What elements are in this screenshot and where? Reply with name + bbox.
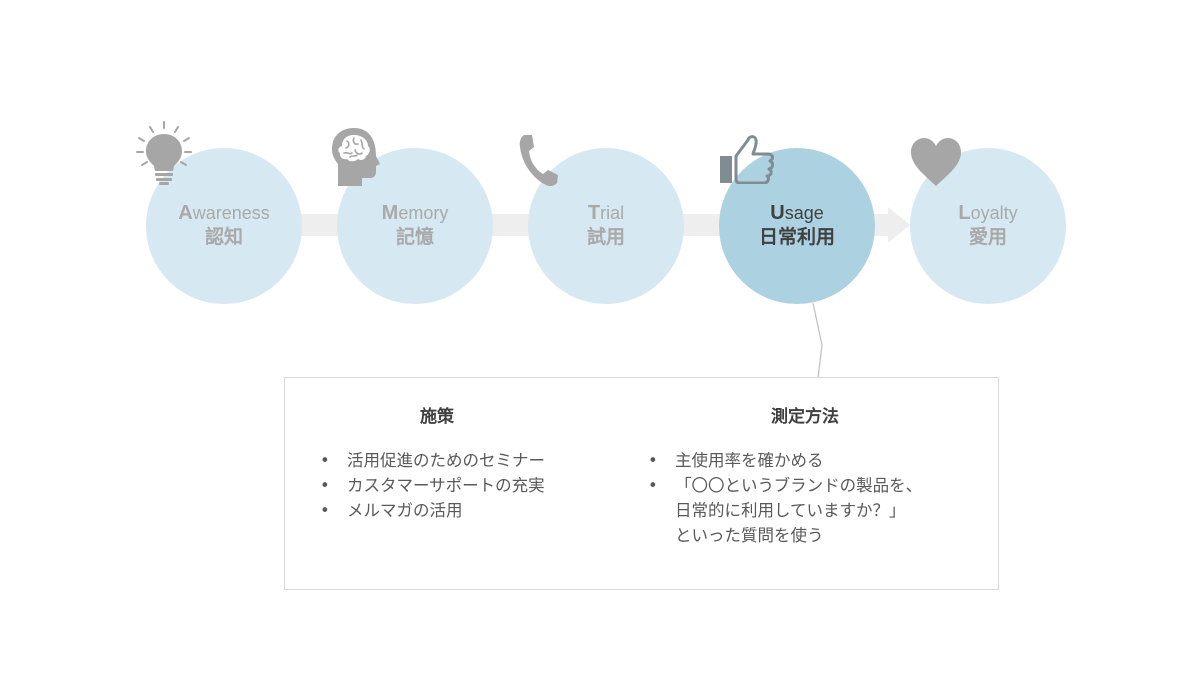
lightbulb-icon <box>136 121 192 185</box>
stage-initial: A <box>178 202 193 224</box>
stage-initial: T <box>587 202 601 224</box>
stage-jp-label: 日常利用 <box>758 226 835 248</box>
stage-en-rest: emory <box>398 203 449 223</box>
list-item: 「〇〇というブランドの製品を、 日常的に利用していますか？」 といった質問を使う <box>645 473 922 548</box>
metrics-list: 主使用率を確かめる 「〇〇というブランドの製品を、 日常的に利用していますか？」… <box>645 448 922 548</box>
brain-head-icon <box>332 128 380 186</box>
list-item: カスタマーサポートの充実 <box>317 473 545 498</box>
metrics-heading: 測定方法 <box>771 407 839 427</box>
connector-2 <box>488 214 534 236</box>
stage-initial: M <box>381 202 399 224</box>
list-item: 主使用率を確かめる <box>645 448 922 473</box>
stage-en-label: Trial <box>588 202 624 224</box>
stage-usage: Usage 日常利用 <box>719 148 875 304</box>
thumbs-up-icon <box>720 135 774 184</box>
stage-en-label: Awareness <box>178 202 270 224</box>
stage-initial: L <box>958 202 971 224</box>
connector-3 <box>680 214 726 236</box>
stage-en-rest: wareness <box>192 203 270 223</box>
stage-initial: U <box>770 202 785 224</box>
stage-jp-label: 認知 <box>204 226 243 248</box>
list-item: メルマガの活用 <box>317 498 545 523</box>
stage-en-rest: rial <box>600 203 625 223</box>
stage-en-label: Memory <box>382 202 449 224</box>
list-item: 活用促進のためのセミナー <box>317 448 545 473</box>
connector-4 <box>872 214 890 236</box>
connector-arrowhead <box>888 207 910 243</box>
detail-panel: 施策 活用促進のためのセミナー カスタマーサポートの充実 メルマガの活用 測定方… <box>284 377 999 590</box>
heart-icon <box>911 138 961 186</box>
stage-en-rest: oyalty <box>970 203 1018 223</box>
phone-handset-icon <box>519 135 558 187</box>
stage-jp-label: 愛用 <box>968 226 1007 248</box>
measures-list: 活用促進のためのセミナー カスタマーサポートの充実 メルマガの活用 <box>317 448 545 523</box>
stage-en-label: Usage <box>770 202 824 224</box>
stage-jp-label: 試用 <box>586 226 625 248</box>
stage-jp-label: 記憶 <box>395 226 434 248</box>
stage-en-label: Loyalty <box>958 202 1017 224</box>
stage-en-rest: sage <box>784 203 824 223</box>
measures-heading: 施策 <box>420 407 454 427</box>
connector-1 <box>296 214 342 236</box>
